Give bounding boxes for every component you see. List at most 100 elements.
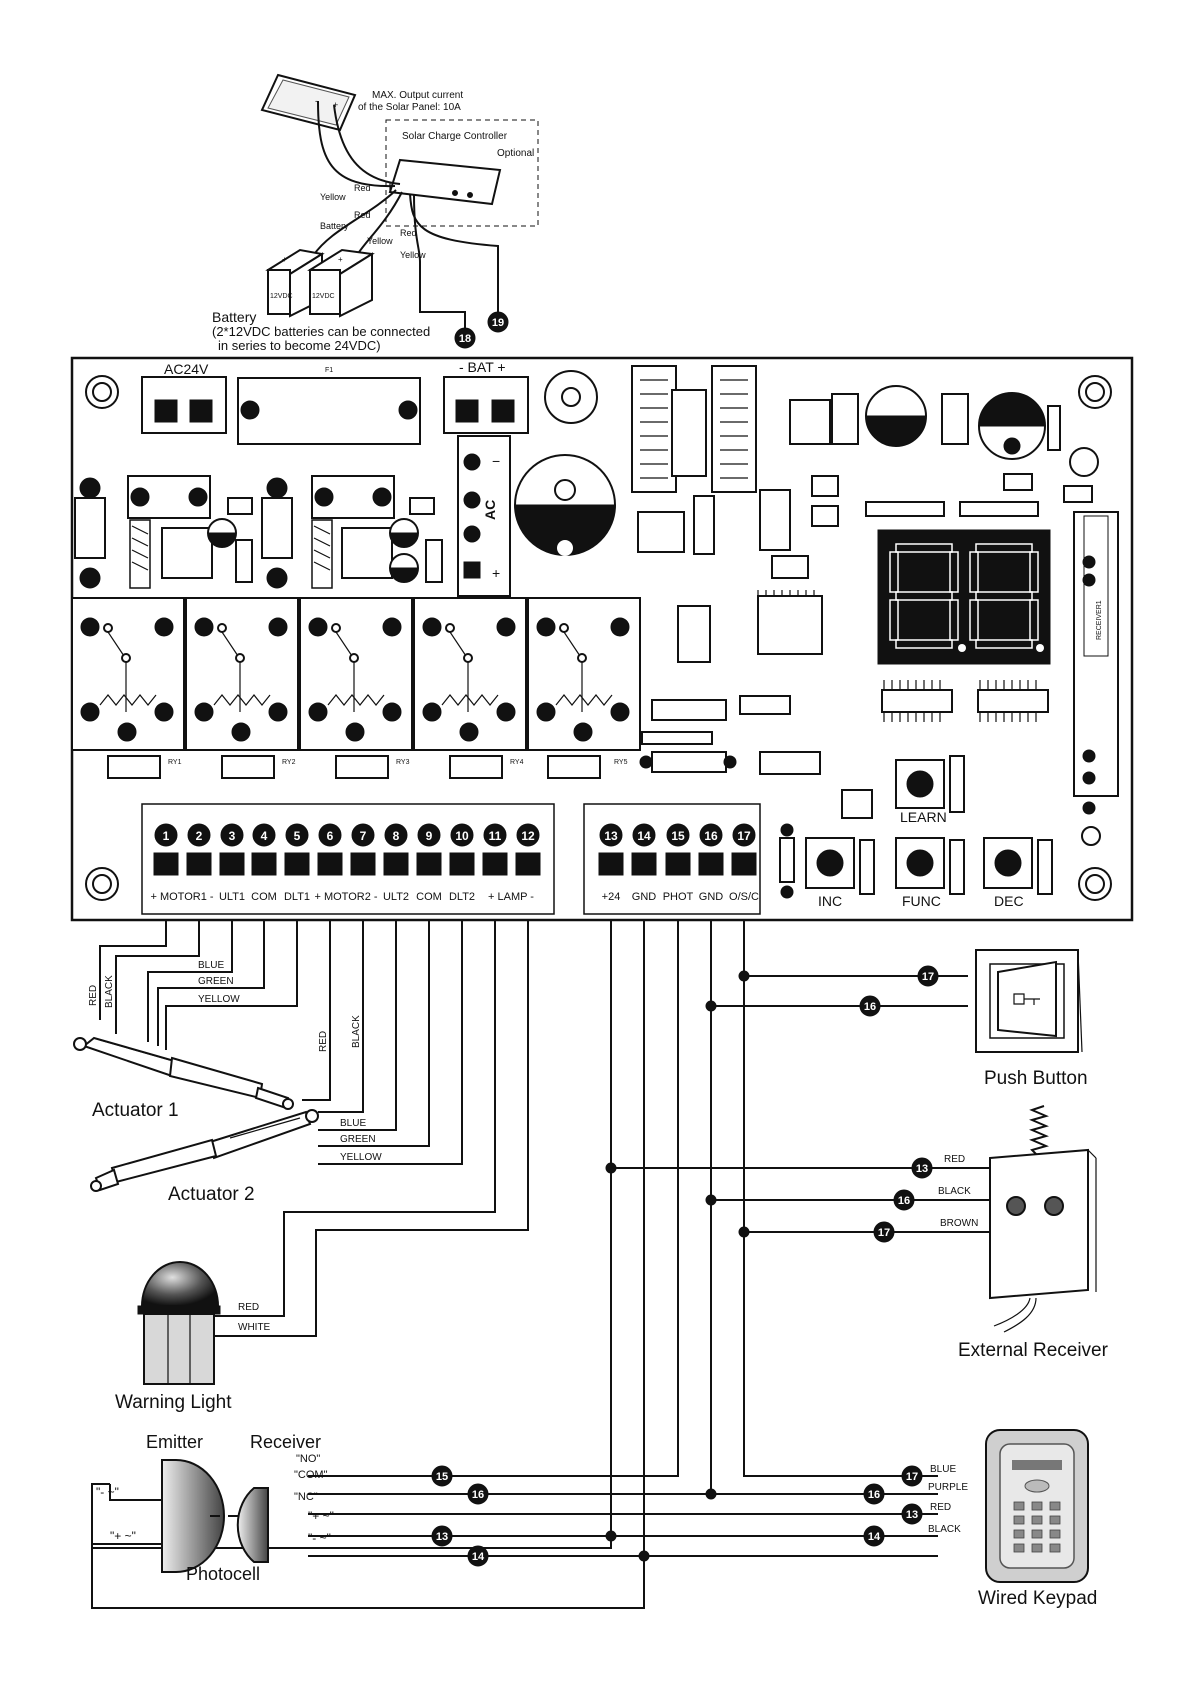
terminal-screw xyxy=(665,852,691,876)
push-button-terminal-17: 17 xyxy=(917,965,939,987)
warning-wire-white: WHITE xyxy=(238,1322,271,1333)
keypad-wire-14: 14 BLACK xyxy=(863,1524,961,1547)
emitter-plus-label: "+ ~" xyxy=(110,1529,136,1543)
terminal-number: 3 xyxy=(229,829,236,843)
ic-u4 xyxy=(881,689,953,713)
fuse-label: F1 xyxy=(325,367,333,374)
fuse-holder xyxy=(237,377,421,445)
seven-segment-display xyxy=(877,529,1051,665)
push-button-terminal-16: 16 xyxy=(859,995,881,1017)
wired-keypad-label: Wired Keypad xyxy=(978,1588,1097,1609)
ext-receiver-wire-17: 17 BROWN xyxy=(873,1218,978,1243)
terminal-number-badge xyxy=(252,823,276,847)
actuator-1-label: Actuator 1 xyxy=(92,1100,179,1121)
component-area-right xyxy=(789,385,1099,517)
terminal-2: 2 xyxy=(186,823,212,876)
svg-text:14: 14 xyxy=(868,1531,881,1543)
battery-cell-1: 12VDC xyxy=(270,293,293,300)
act1-wire-blue: BLUE xyxy=(198,960,224,971)
actuator-1 xyxy=(73,1036,294,1110)
svg-text:-: - xyxy=(315,96,318,106)
battery-cell-2: 12VDC xyxy=(312,293,335,300)
capacitor-c13 xyxy=(514,454,616,556)
act2-wire-green: GREEN xyxy=(340,1134,376,1145)
svg-text:+: + xyxy=(333,100,338,110)
terminal-number: 17 xyxy=(737,829,751,843)
mounting-hole xyxy=(1078,867,1112,901)
push-button-label: Push Button xyxy=(984,1068,1088,1089)
solar-wire-red-2: Red xyxy=(354,210,371,220)
terminal-label: COM xyxy=(251,891,277,903)
relay-4 xyxy=(413,597,527,751)
act1-wire-red: RED xyxy=(88,985,99,1006)
terminal-screw xyxy=(482,852,508,876)
mounting-hole xyxy=(1078,375,1112,409)
emitter-minus-label: "- ~" xyxy=(96,1485,119,1499)
terminal-label: +24 xyxy=(602,891,621,903)
terminal-number: 12 xyxy=(521,829,535,843)
battery-title: Battery xyxy=(212,309,256,325)
ext-receiver-wire-13: 13 RED xyxy=(911,1154,965,1179)
relay-label-5: RY5 xyxy=(614,759,628,766)
terminal-number: 13 xyxy=(604,829,618,843)
actuator-wiring: RED BLACK BLUE GREEN YELLOW RED BLACK BL… xyxy=(88,920,463,1165)
dec-button[interactable]: DEC xyxy=(983,837,1033,909)
relay-label-3: RY3 xyxy=(396,759,410,766)
terminal-number: 4 xyxy=(261,829,268,843)
terminal-label: ULT1 xyxy=(219,891,245,903)
terminal-block-motor xyxy=(141,803,555,915)
svg-text:17: 17 xyxy=(922,971,934,983)
svg-text:19: 19 xyxy=(492,317,504,329)
relay-label-2: RY2 xyxy=(282,759,296,766)
solar-wire-red-3: Red xyxy=(400,228,417,238)
act2-wire-blue: BLUE xyxy=(340,1118,366,1129)
actuator-2-label: Actuator 2 xyxy=(168,1184,255,1205)
capacitor-c12 xyxy=(544,370,598,424)
terminal-11: 11+ LAMP - xyxy=(482,823,534,903)
terminal-label: ULT2 xyxy=(383,891,409,903)
terminal-screw xyxy=(515,852,541,876)
svg-text:17: 17 xyxy=(906,1471,918,1483)
keypad-wire-17-color: BLUE xyxy=(930,1464,956,1475)
func-button[interactable]: FUNC xyxy=(895,837,945,909)
svg-text:16: 16 xyxy=(868,1489,880,1501)
terminal-label: GND xyxy=(699,891,724,903)
warning-light-label: Warning Light xyxy=(115,1392,232,1413)
learn-button[interactable]: LEARN xyxy=(895,759,947,825)
terminal-screw xyxy=(416,852,442,876)
svg-text:14: 14 xyxy=(472,1551,485,1563)
act1-wire-black: BLACK xyxy=(104,975,115,1008)
terminal-badge-18: 18 xyxy=(454,327,476,349)
rx-term-plus: "+ ~" xyxy=(308,1509,334,1523)
terminal-7: 7 xyxy=(350,823,376,876)
svg-text:17: 17 xyxy=(878,1227,890,1239)
controller-label: Solar Charge Controller xyxy=(402,131,508,142)
terminal-block-io xyxy=(583,803,761,915)
ext-receiver-wire-17-color: BROWN xyxy=(940,1218,978,1229)
terminal-number: 14 xyxy=(637,829,651,843)
inc-button[interactable]: INC xyxy=(805,837,855,909)
terminal-badge-19: 19 xyxy=(487,311,509,333)
terminal-number-badge xyxy=(285,823,309,847)
mounting-hole xyxy=(85,375,119,409)
solar-panel: - + xyxy=(260,73,357,132)
svg-text:+: + xyxy=(282,255,287,264)
terminal-screw xyxy=(698,852,724,876)
terminal-screw xyxy=(186,852,212,876)
svg-text:13: 13 xyxy=(436,1531,448,1543)
svg-text:−: − xyxy=(492,453,500,469)
push-button xyxy=(975,949,1083,1053)
terminal-number-badge xyxy=(632,823,656,847)
terminal-number-badge xyxy=(154,823,178,847)
terminal-number-badge xyxy=(220,823,244,847)
terminal-number-badge xyxy=(384,823,408,847)
relay-2 xyxy=(185,597,299,751)
component-area-center xyxy=(631,365,873,819)
terminal-number: 5 xyxy=(294,829,301,843)
svg-text:+: + xyxy=(338,255,343,264)
solar-max-note-2: of the Solar Panel: 10A xyxy=(358,102,461,113)
